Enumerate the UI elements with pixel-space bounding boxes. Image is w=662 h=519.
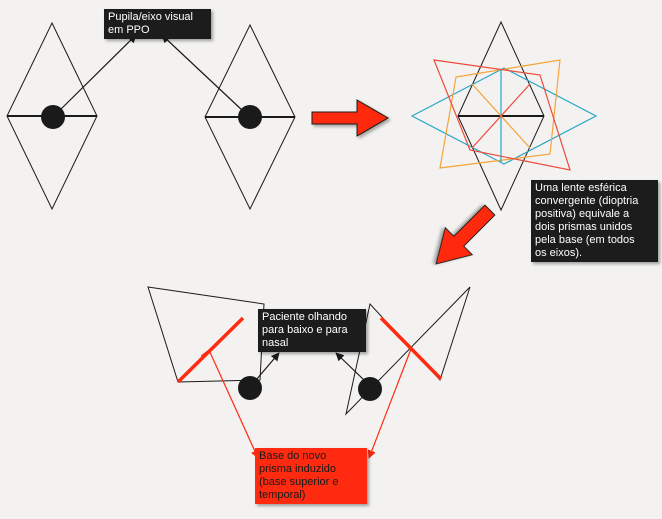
right-pupil xyxy=(238,105,262,129)
bottom-left-prism xyxy=(147,286,265,400)
base-line-3: (base superior e xyxy=(259,476,339,488)
lens-line-6: os eixos). xyxy=(535,247,583,259)
left-prism-diamond xyxy=(6,21,98,211)
lens-line-5: pela base (em todos xyxy=(535,234,635,246)
bottom-right-pupil-arrow xyxy=(335,352,365,381)
patient-line-2: para baixo e para xyxy=(262,324,348,336)
patient-line-1: Paciente olhando xyxy=(262,311,348,323)
base-line-2: prisma induzido xyxy=(259,463,337,475)
bottom-left-pupil-arrow xyxy=(255,352,280,381)
bottom-left-pupil xyxy=(238,376,262,400)
red-arrow-right-icon xyxy=(311,99,389,137)
pupil-axis-line-2: em PPO xyxy=(108,24,150,36)
pupil-axis-line-1: Pupila/eixo visual xyxy=(108,11,193,23)
base-line-1: Base do novo xyxy=(259,450,327,462)
bottom-right-prism-base xyxy=(379,316,443,381)
base-line-4: temporal) xyxy=(259,489,306,501)
left-pupil-arrow xyxy=(57,34,137,113)
left-base-red-arrow xyxy=(208,349,259,459)
lens-line-1: Uma lente esférica xyxy=(535,182,627,194)
patient-line-3: nasal xyxy=(262,337,289,349)
prism-star xyxy=(410,20,598,212)
patient-looking-label: Paciente olhando para baixo e para nasal xyxy=(258,309,366,352)
right-base-red-arrow xyxy=(367,348,412,459)
bottom-right-prism xyxy=(345,286,471,416)
red-arrow-down-left-icon xyxy=(435,204,496,265)
lens-line-3: positiva) equivale a xyxy=(535,208,630,220)
bottom-right-pupil xyxy=(358,377,382,401)
pupil-axis-label: Pupila/eixo visual em PPO xyxy=(104,9,211,39)
right-prism-diamond xyxy=(204,23,296,211)
right-pupil-arrow xyxy=(161,34,244,112)
bottom-left-prism-axis xyxy=(200,339,223,357)
lens-equivalence-label: Uma lente esférica convergente (dioptria… xyxy=(531,180,658,262)
new-prism-base-label: Base do novo prisma induzido (base super… xyxy=(255,448,367,504)
lens-line-4: dois prismas unidos xyxy=(535,221,633,233)
bottom-left-prism-base xyxy=(176,316,245,384)
lens-line-2: convergente (dioptria xyxy=(535,195,639,207)
